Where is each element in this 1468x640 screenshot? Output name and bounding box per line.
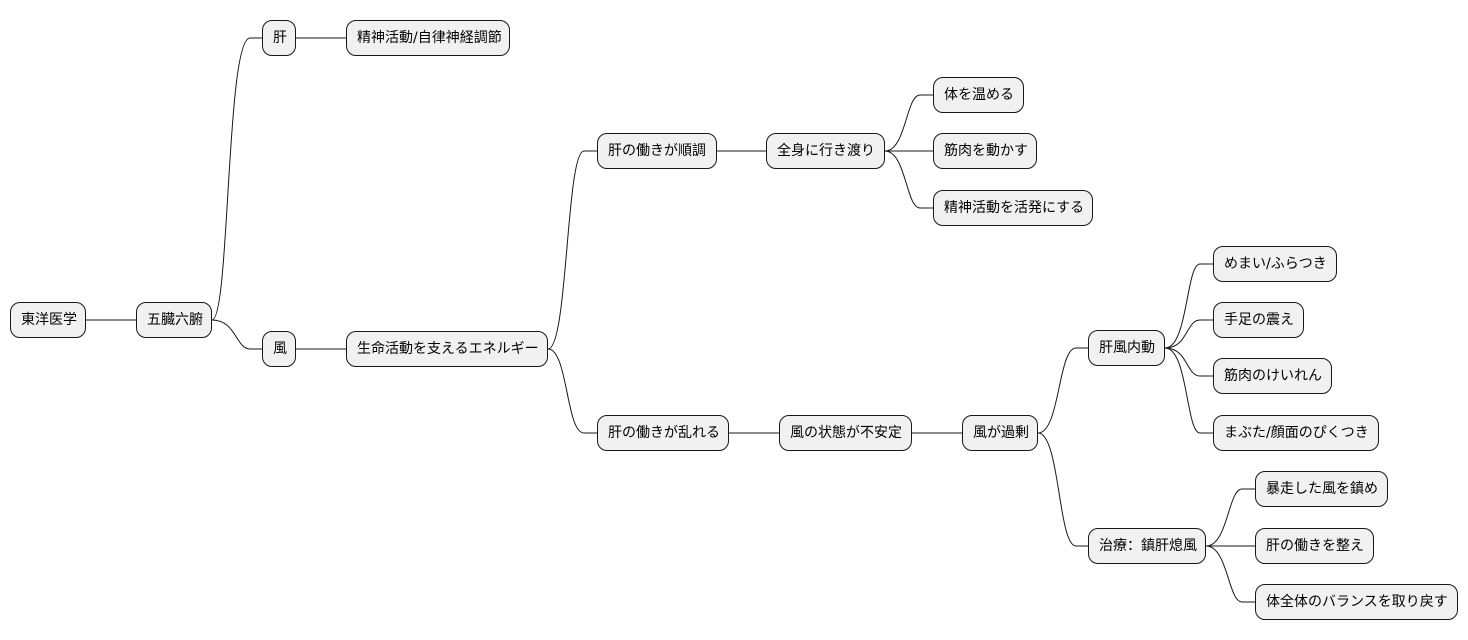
node-liver-function: 精神活動/自律神経調節 (346, 20, 510, 56)
node-wind: 風 (262, 331, 296, 367)
node-wind-unstable: 風の状態が不安定 (779, 415, 912, 451)
node-dizziness: めまい/ふらつき (1213, 246, 1337, 282)
edge-liverwind-tremor (1164, 319, 1213, 349)
edge-liverwind-twitch (1164, 347, 1213, 434)
node-treatment: 治療：鎮肝熄風 (1088, 528, 1206, 564)
edge-spread-mind (884, 150, 933, 209)
node-spread-body: 全身に行き渡り (766, 133, 885, 169)
node-wind-excess: 風が過剰 (962, 415, 1038, 451)
node-calm-wind: 暴走した風を鎮め (1255, 471, 1388, 507)
node-life-energy: 生命活動を支えるエネルギー (346, 331, 548, 367)
node-activate-mind: 精神活動を活発にする (933, 190, 1093, 226)
node-restore-balance: 体全体のバランスを取り戻す (1255, 584, 1458, 620)
edge-organs-liver (211, 37, 262, 321)
edge-treatment-calm (1205, 488, 1255, 547)
node-move-muscles: 筋肉を動かす (933, 133, 1037, 169)
node-tremor: 手足の震え (1213, 302, 1304, 338)
edge-energy-smooth (547, 150, 597, 350)
node-liver: 肝 (262, 20, 296, 56)
node-liver-wind: 肝風内動 (1088, 330, 1165, 366)
edge-spread-warm (884, 94, 933, 152)
edge-excess-treatment (1037, 432, 1088, 547)
edge-excess-liverwind (1037, 347, 1088, 434)
node-cramps: 筋肉のけいれん (1213, 358, 1332, 394)
edge-energy-disturbed (547, 348, 597, 434)
node-twitch: まぶた/顔面のぴくつき (1213, 415, 1379, 451)
edge-liverwind-cramps (1164, 347, 1213, 377)
node-root: 東洋医学 (10, 302, 86, 338)
node-liver-smooth: 肝の働きが順調 (597, 133, 717, 169)
edge-treatment-balance (1205, 545, 1255, 603)
edge-liverwind-dizziness (1164, 263, 1213, 349)
edge-organs-wind (211, 319, 262, 350)
node-warm-body: 体を温める (933, 77, 1024, 113)
node-organs: 五臓六腑 (136, 302, 212, 338)
node-liver-disturbed: 肝の働きが乱れる (597, 415, 729, 451)
node-regulate-liver: 肝の働きを整え (1255, 528, 1374, 564)
